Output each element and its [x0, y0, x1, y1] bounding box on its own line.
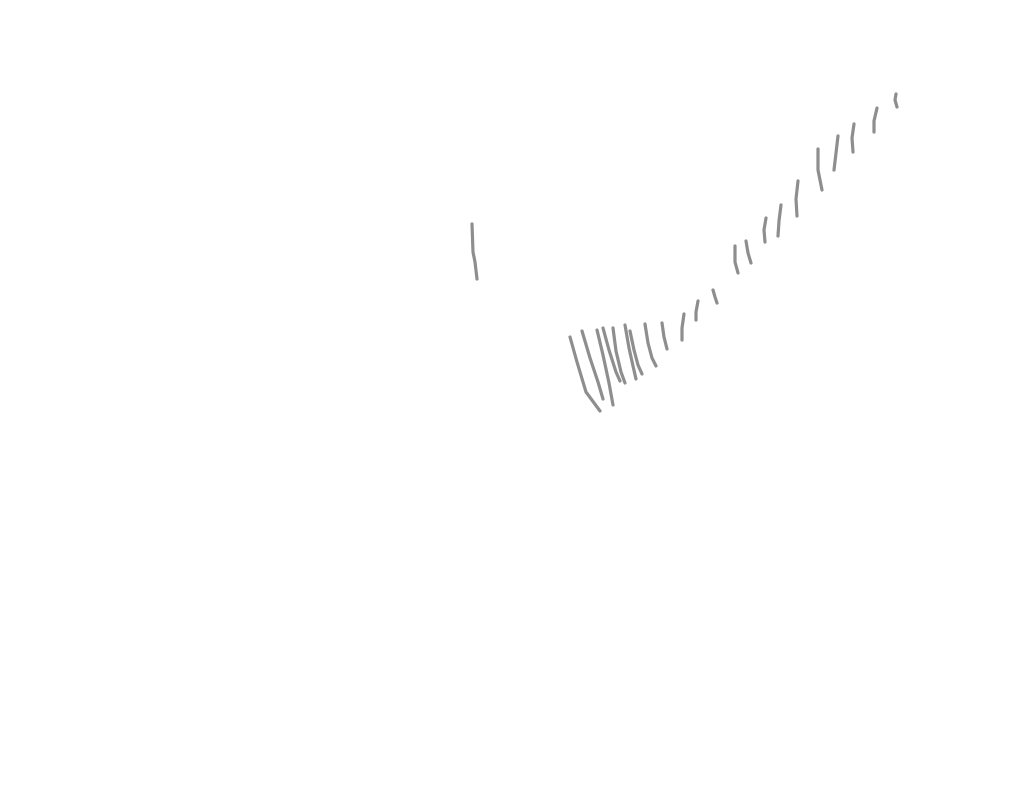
pencil-stroke — [872, 106, 879, 134]
pencil-strokes — [470, 92, 899, 413]
pencil-stroke — [850, 122, 856, 154]
pencil-stroke — [568, 335, 602, 413]
pencil-stroke — [744, 239, 753, 265]
pencil-stroke — [680, 312, 686, 342]
pencil-stroke — [643, 322, 658, 368]
pencil-stroke — [832, 134, 840, 172]
pencil-stroke — [601, 326, 622, 383]
pencil-stroke — [611, 326, 627, 385]
pencil-stroke — [762, 216, 768, 244]
pencil-stroke — [816, 147, 824, 192]
pencil-stroke — [623, 323, 638, 381]
pencil-stroke — [580, 329, 605, 401]
pencil-stroke — [595, 328, 615, 407]
pencil-stroke — [733, 244, 740, 275]
pencil-stroke — [794, 179, 800, 218]
pencil-stroke — [470, 222, 479, 281]
pencil-stroke — [893, 92, 899, 109]
pencil-stroke — [711, 288, 719, 305]
pencil-stroke — [660, 321, 669, 351]
pencil-stroke — [694, 299, 700, 322]
pencil-stroke — [628, 329, 644, 376]
pencil-stroke — [776, 203, 783, 238]
